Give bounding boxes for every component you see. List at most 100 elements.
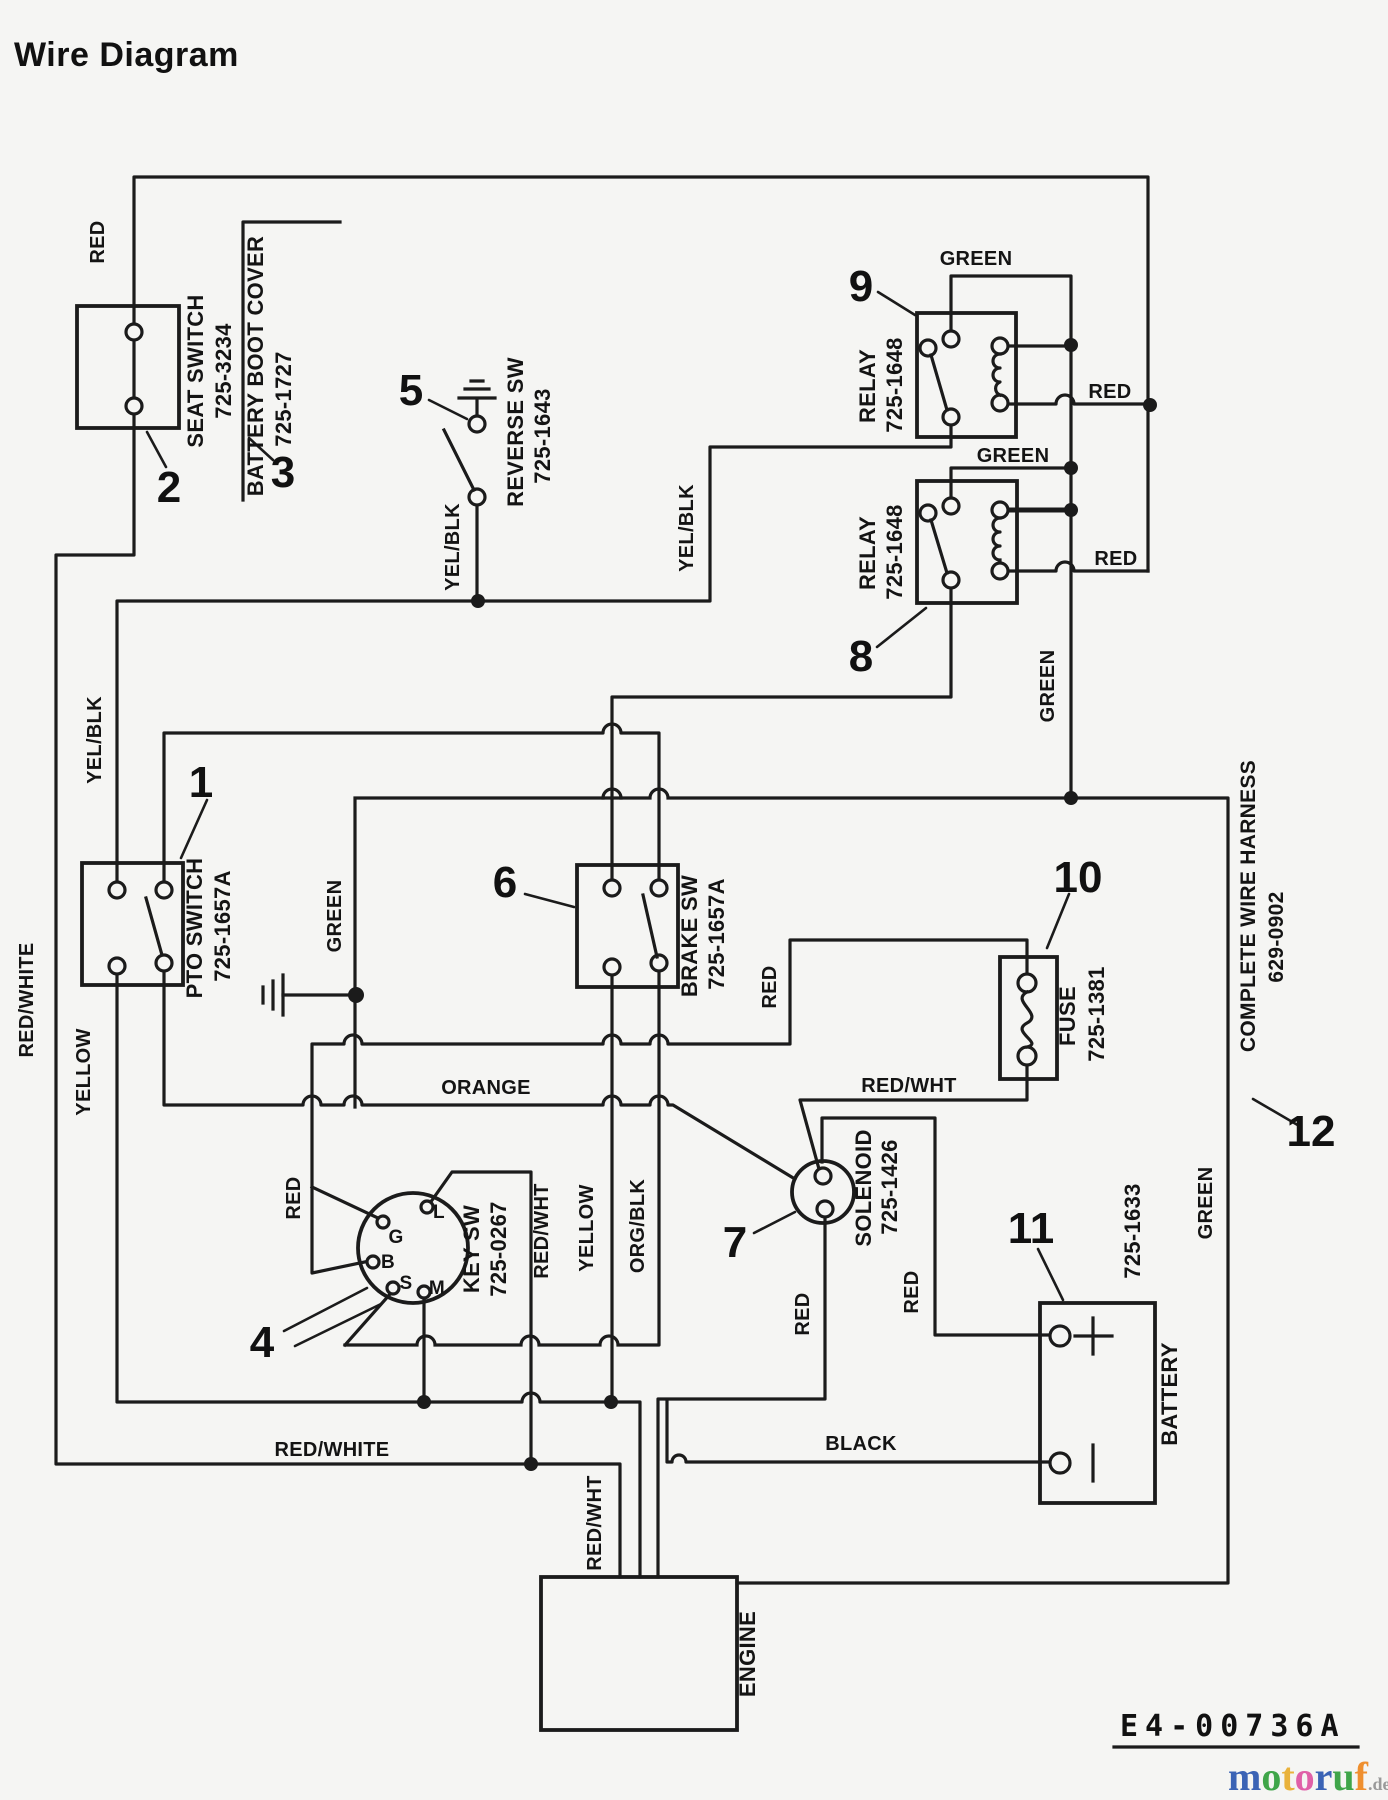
fuse-label: FUSE bbox=[1055, 986, 1080, 1046]
wire-redwht-fuse bbox=[798, 1063, 1029, 1171]
wire-red-starter bbox=[656, 1215, 827, 1579]
boot-cover-part: 725-1727 bbox=[271, 351, 296, 446]
relay-coil-icon bbox=[991, 352, 1003, 398]
relay-arm bbox=[929, 353, 949, 412]
wire-key-g-stub bbox=[309, 1184, 381, 1221]
wire-label-green-pto: GREEN bbox=[324, 880, 346, 953]
callout-11: 11 bbox=[1008, 1204, 1055, 1253]
wire-label-red-relay9: RED bbox=[1088, 381, 1131, 403]
fuse-part: 725-1381 bbox=[1084, 966, 1109, 1061]
seat-switch-label: SEAT SWITCH bbox=[183, 294, 208, 447]
watermark-suffix: .de bbox=[1368, 1774, 1388, 1794]
callout-5: 5 bbox=[399, 366, 423, 415]
reverse-switch-label: REVERSE SW bbox=[503, 357, 528, 507]
relay-upper-label: RELAY bbox=[855, 349, 880, 423]
watermark-logo: motoruf.de bbox=[1228, 1754, 1388, 1799]
wire-orange bbox=[162, 969, 798, 1182]
brake-switch-part: 725-1657A bbox=[704, 878, 729, 990]
callout-pointer-6 bbox=[523, 892, 576, 909]
wire-label-redwht-fuse: RED/WHT bbox=[861, 1075, 956, 1097]
callout-pointer-3 bbox=[247, 436, 275, 462]
wire-label-redwhite-bottom: RED/WHITE bbox=[275, 1439, 390, 1461]
callout-pointer-7 bbox=[752, 1210, 797, 1235]
callout-9: 9 bbox=[849, 262, 873, 311]
key-switch-part: 725-0267 bbox=[486, 1201, 511, 1296]
wire-pto-to-brake bbox=[162, 722, 661, 884]
wire-label-red-fuse: RED bbox=[759, 965, 781, 1008]
wire-yellow-bus bbox=[115, 972, 642, 1579]
wire-label-yelblk-left: YEL/BLK bbox=[84, 696, 106, 784]
wire-label-yellow-mid: YELLOW bbox=[576, 1184, 598, 1271]
relay-arm bbox=[929, 518, 949, 575]
reverse-switch-part: 725-1643 bbox=[530, 388, 555, 483]
fuse-element bbox=[1020, 989, 1034, 1049]
wire-label-green-right: GREEN bbox=[1195, 1167, 1217, 1240]
callout-pointer-9 bbox=[876, 290, 917, 317]
wire-green-ground-branch bbox=[353, 787, 1073, 1109]
battery-part: 725-1633 bbox=[1120, 1183, 1145, 1278]
pto-switch bbox=[80, 798, 209, 987]
key-terminal-l: L bbox=[433, 1202, 445, 1223]
key-terminal-m: M bbox=[429, 1278, 445, 1299]
wire-red-top bbox=[132, 175, 1150, 573]
battery bbox=[1036, 1247, 1157, 1505]
key-terminal-g: G bbox=[388, 1227, 403, 1248]
solenoid-part: 725-1426 bbox=[877, 1139, 902, 1234]
page-title: Wire Diagram bbox=[14, 36, 239, 74]
wire-green-hop2 bbox=[601, 787, 623, 800]
drawing-number: E4-00736A bbox=[1120, 1709, 1346, 1744]
callout-pointer-12 bbox=[1251, 1097, 1303, 1129]
ground-symbol-pto bbox=[261, 973, 285, 1017]
harness-label: COMPLETE WIRE HARNESS bbox=[1237, 760, 1260, 1052]
callout-7: 7 bbox=[723, 1218, 747, 1267]
key-switch-label: KEY SW bbox=[459, 1205, 484, 1293]
reverse-switch-arm bbox=[441, 427, 477, 493]
key-terminal-s: S bbox=[400, 1273, 413, 1294]
solenoid-label: SOLENOID bbox=[851, 1129, 876, 1246]
reverse-switch bbox=[427, 379, 497, 507]
callout-1: 1 bbox=[189, 758, 213, 807]
relay-upper-part: 725-1648 bbox=[882, 337, 907, 432]
wire-red-relay9-out bbox=[1006, 393, 1152, 406]
wire-label-yelblk-mid: YEL/BLK bbox=[676, 484, 698, 572]
callout-pointer-11 bbox=[1036, 1247, 1065, 1302]
wire-label-red-key: RED bbox=[283, 1176, 305, 1219]
callout-pointer-8 bbox=[875, 606, 928, 649]
wire-label-orgblk: ORG/BLK bbox=[627, 1179, 649, 1274]
relay-upper bbox=[876, 290, 1018, 439]
wire-black bbox=[665, 1399, 1052, 1464]
wire-label-redwht-key: RED/WHT bbox=[531, 1183, 553, 1278]
callout-6: 6 bbox=[493, 858, 517, 907]
callout-3: 3 bbox=[271, 448, 295, 497]
wire-redwhite-bus bbox=[54, 412, 622, 1579]
relay-lower-label: RELAY bbox=[855, 516, 880, 590]
seat-switch bbox=[75, 304, 181, 469]
ground-symbol-top bbox=[457, 379, 497, 418]
wire-label-redwhite-left: RED/WHITE bbox=[16, 943, 38, 1058]
junction-dots bbox=[348, 338, 1157, 1471]
callout-pointer-2 bbox=[145, 430, 168, 469]
wire-label-red-solenoid: RED bbox=[792, 1292, 814, 1335]
key-switch bbox=[282, 1191, 470, 1348]
fuse bbox=[998, 892, 1071, 1081]
callout-12: 12 bbox=[1287, 1107, 1336, 1156]
wire-redwht-key bbox=[427, 1170, 533, 1466]
wire-label-green-trunk: GREEN bbox=[1037, 650, 1059, 723]
engine bbox=[539, 1575, 739, 1732]
wire-red-relay8-out bbox=[1006, 560, 1150, 573]
wire-label-orange: ORANGE bbox=[441, 1077, 531, 1099]
relay-lower bbox=[875, 479, 1019, 649]
key-terminal-b: B bbox=[381, 1252, 395, 1273]
boot-cover-label: BATTERY BOOT COVER bbox=[243, 236, 268, 496]
brake-switch bbox=[523, 863, 680, 989]
wire-label-green-relay9: GREEN bbox=[940, 248, 1013, 270]
plus-sign bbox=[1073, 1316, 1114, 1356]
wire-label-black: BLACK bbox=[825, 1433, 897, 1455]
wire-label-yelblk-reverse: YEL/BLK bbox=[442, 503, 464, 591]
wire-label-red-battery: RED bbox=[901, 1270, 923, 1313]
wire-label-yellow-left: YELLOW bbox=[73, 1028, 95, 1115]
wire-red-key-to-fuse bbox=[310, 938, 1029, 1275]
relay-coil-icon bbox=[991, 516, 1002, 562]
